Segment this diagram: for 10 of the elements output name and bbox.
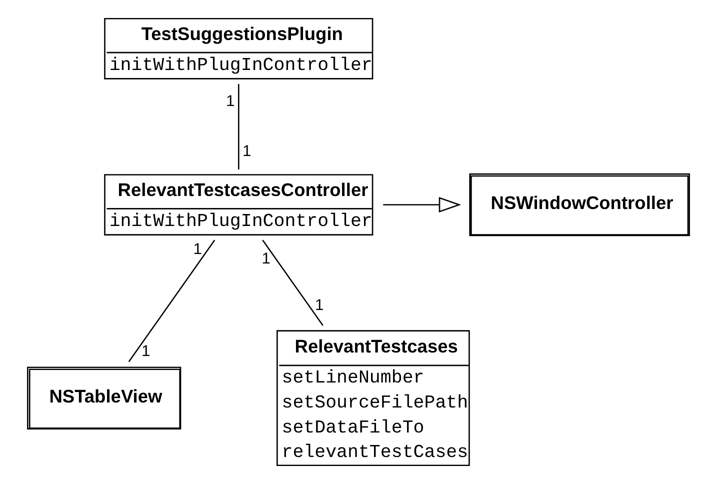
label: 1 xyxy=(262,250,271,268)
label: 1 xyxy=(315,297,324,314)
arrow xyxy=(383,197,462,213)
label: 1 xyxy=(226,92,235,110)
connector xyxy=(238,84,240,170)
connector xyxy=(262,240,324,326)
label: 1 xyxy=(242,142,252,160)
label: 1 xyxy=(193,240,202,258)
connector xyxy=(128,240,216,362)
label: 1 xyxy=(142,343,150,360)
